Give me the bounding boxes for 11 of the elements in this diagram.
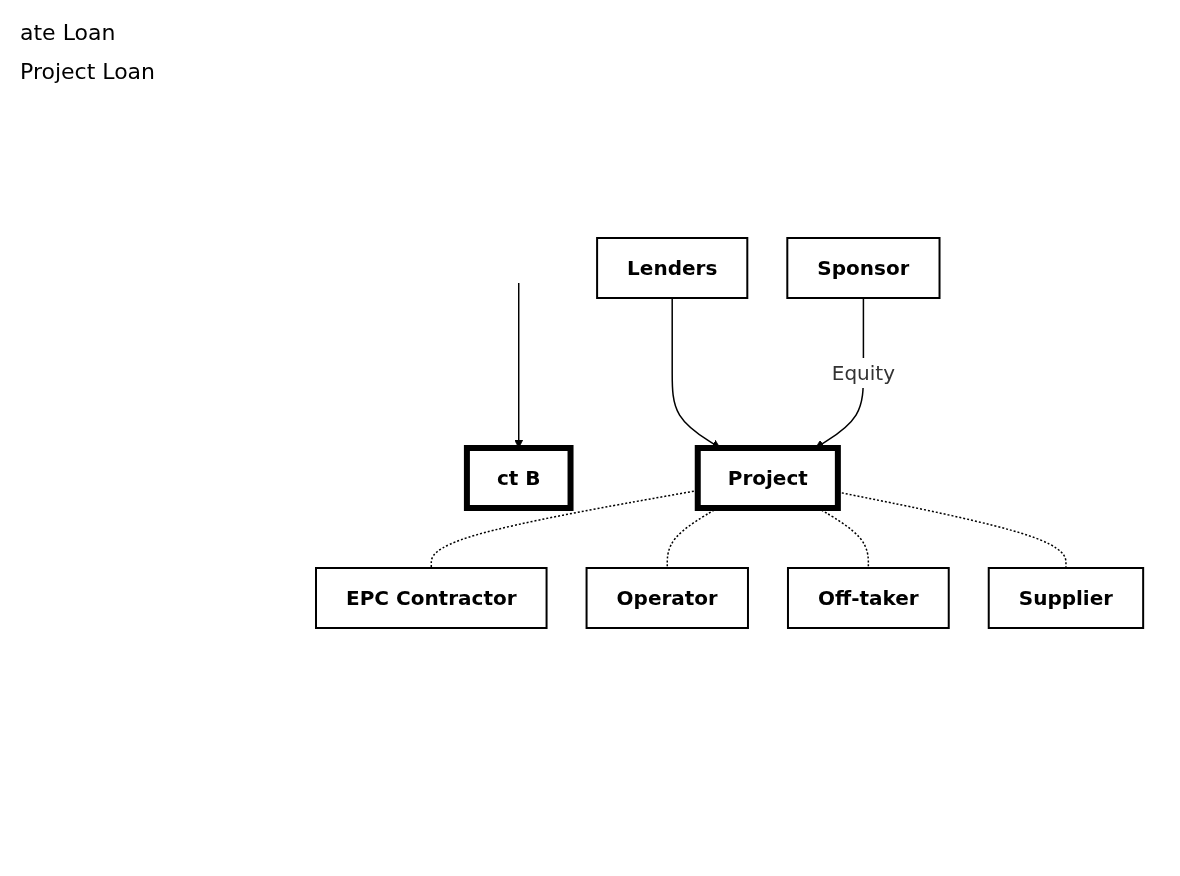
node-box: Sponsor xyxy=(786,237,941,299)
node-box: EPC Contractor xyxy=(315,567,548,629)
node-box: Off-taker xyxy=(787,567,951,629)
node-box: Supplier xyxy=(988,567,1145,629)
node-box: Lenders xyxy=(596,237,749,299)
node-box: Operator xyxy=(586,567,750,629)
edge-label: Equity xyxy=(832,361,896,385)
node-box: ct B xyxy=(464,445,574,511)
node-box: Project xyxy=(695,445,842,511)
note-text: Project Loan xyxy=(20,59,157,84)
note-text: ate Loan xyxy=(20,20,117,45)
